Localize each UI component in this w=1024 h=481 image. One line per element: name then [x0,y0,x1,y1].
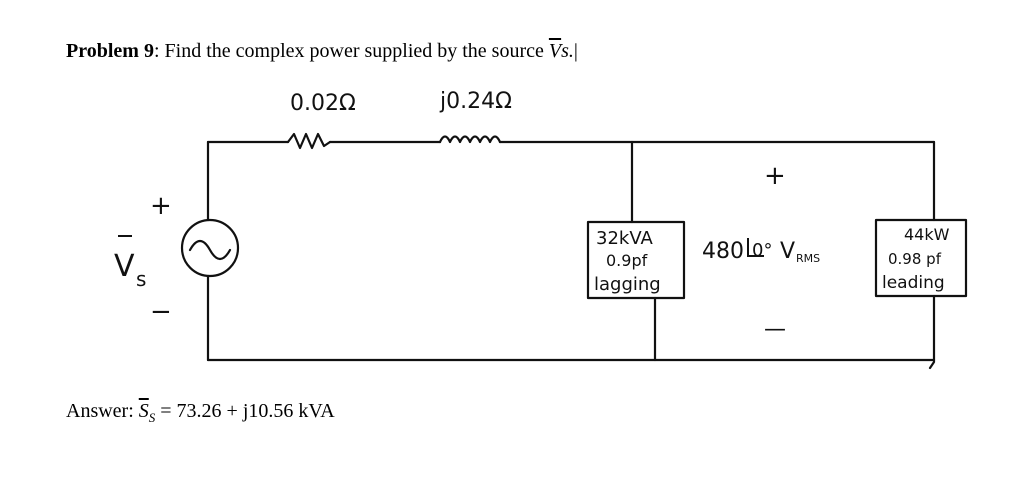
source-label-sub: s [136,267,146,291]
load1-wires [630,140,657,362]
load2-power-label: 44kW [904,225,950,244]
voltage-units-label: V [780,239,795,264]
problem-label: Problem 9 [66,40,154,62]
source-minus-sign: − [150,297,172,327]
load2-box [874,218,968,298]
voltage-plus-sign: + [764,161,786,191]
resistor-symbol [286,132,332,150]
load1-pf-label: 0.9pf [606,251,648,270]
load1-type-label: lagging [594,274,661,295]
voltage-angle-label: 0° [752,240,772,261]
problem-statement: Problem 9: Find the complex power suppli… [66,40,578,63]
source-label: V [114,249,135,284]
load2-wires [928,140,936,370]
resistor-label: 0.02Ω [290,91,356,116]
voltage-magnitude-label: 480 [702,239,744,264]
sine-wave-icon [188,239,232,261]
answer-line: Answer: SS = 73.26 + j10.56 kVA [66,400,335,426]
problem-source-sub: s. [561,40,574,62]
load1-box [586,220,686,300]
problem-text: Find the complex power supplied by the s… [159,40,549,62]
angle-symbol [747,238,764,257]
answer-value: = 73.26 + j10.56 kVA [155,400,335,422]
voltage-minus-sign: — [764,317,786,342]
source-plus-sign: + [150,191,172,221]
voltage-units-sub: RMS [796,252,820,265]
circuit-diagram: 0.02Ω j0.24Ω + − V s 32kVA 0.9pf lagging… [114,89,968,370]
answer-symbol: S [138,400,149,422]
load2-type-label: leading [882,273,945,293]
inductor-label: j0.24Ω [439,89,512,114]
text-cursor: | [573,40,578,62]
load1-power-label: 32kVA [596,228,653,249]
inductor-symbol [438,135,502,144]
answer-prefix: Answer: [66,400,139,422]
load2-pf-label: 0.98 pf [888,250,942,268]
problem-source-symbol: V [548,40,562,62]
ac-source-symbol [180,218,240,278]
problem-colon: : [153,40,160,62]
answer-symbol-sub: S [148,410,156,425]
